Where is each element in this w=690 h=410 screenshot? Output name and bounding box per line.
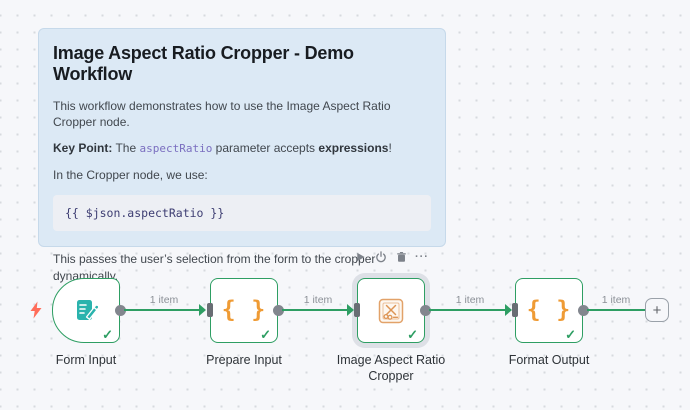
- play-icon[interactable]: [354, 251, 366, 263]
- connection-3[interactable]: [429, 309, 506, 311]
- connection-1-items-label: 1 item: [149, 294, 179, 306]
- sticky-key-point: Key Point: The aspectRatio parameter acc…: [53, 140, 431, 157]
- key-point-end: !: [388, 141, 392, 156]
- code-braces-icon: { }: [516, 279, 582, 342]
- success-check-icon: ✓: [565, 327, 576, 342]
- output-connector-cropper[interactable]: [420, 305, 431, 316]
- trash-icon[interactable]: [395, 251, 407, 263]
- connection-4-items-label: 1 item: [601, 294, 631, 306]
- sticky-usage-line: In the Cropper node, we use:: [53, 168, 208, 183]
- node-image-aspect-ratio-cropper[interactable]: ✓: [357, 278, 425, 343]
- output-connector-prepare-input[interactable]: [273, 305, 284, 316]
- code-braces-glyph: { }: [221, 296, 267, 323]
- node-format-output[interactable]: { } ✓: [515, 278, 583, 343]
- expression-code-block: {{ $json.aspectRatio }}: [53, 195, 431, 232]
- sticky-note[interactable]: Image Aspect Ratio Cropper - Demo Workfl…: [38, 28, 446, 283]
- connection-2-items-label: 1 item: [303, 294, 333, 306]
- connection-2-arrow-icon: [347, 304, 354, 316]
- connection-3-arrow-icon: [505, 304, 512, 316]
- node-prepare-input[interactable]: { } ✓: [210, 278, 278, 343]
- success-check-icon: ✓: [102, 327, 113, 342]
- sticky-title: Image Aspect Ratio Cropper - Demo Workfl…: [53, 43, 354, 84]
- input-connector-format-output: [512, 303, 518, 317]
- connection-3-items-label: 1 item: [455, 294, 485, 306]
- node-form-input[interactable]: ✓: [52, 278, 120, 343]
- trigger-lightning-icon: [29, 301, 43, 324]
- code-braces-glyph: { }: [526, 296, 572, 323]
- connection-1[interactable]: [124, 309, 200, 311]
- connection-1-arrow-icon: [199, 304, 206, 316]
- image-crop-icon: [358, 279, 424, 342]
- node-label-format-output: Format Output: [508, 353, 590, 367]
- key-point-mid: parameter accepts: [212, 141, 319, 156]
- form-trigger-icon: [53, 279, 119, 342]
- input-connector-cropper: [354, 303, 360, 317]
- node-label-form-input: Form Input: [55, 353, 117, 367]
- sticky-intro: This workflow demonstrates how to use th…: [53, 99, 391, 130]
- plus-icon: +: [652, 301, 662, 319]
- success-check-icon: ✓: [260, 327, 271, 342]
- connection-2[interactable]: [282, 309, 348, 311]
- key-point-pre: The: [112, 141, 140, 156]
- add-node-button[interactable]: +: [645, 298, 669, 322]
- input-connector-prepare-input: [207, 303, 213, 317]
- output-connector-format-output[interactable]: [578, 305, 589, 316]
- output-connector-form-input[interactable]: [115, 305, 126, 316]
- ellipsis-icon[interactable]: ···: [414, 251, 429, 263]
- key-point-bold: expressions: [318, 141, 389, 156]
- success-check-icon: ✓: [407, 327, 418, 342]
- aspect-ratio-inline-code: aspectRatio: [139, 142, 213, 156]
- node-action-toolbar: ···: [354, 250, 428, 264]
- code-braces-icon: { }: [211, 279, 277, 342]
- node-label-cropper: Image Aspect Ratio Cropper: [336, 353, 446, 384]
- node-label-prepare-input: Prepare Input: [206, 353, 282, 367]
- power-icon[interactable]: [375, 251, 387, 263]
- key-point-label: Key Point:: [53, 141, 113, 156]
- connection-4[interactable]: [587, 309, 645, 311]
